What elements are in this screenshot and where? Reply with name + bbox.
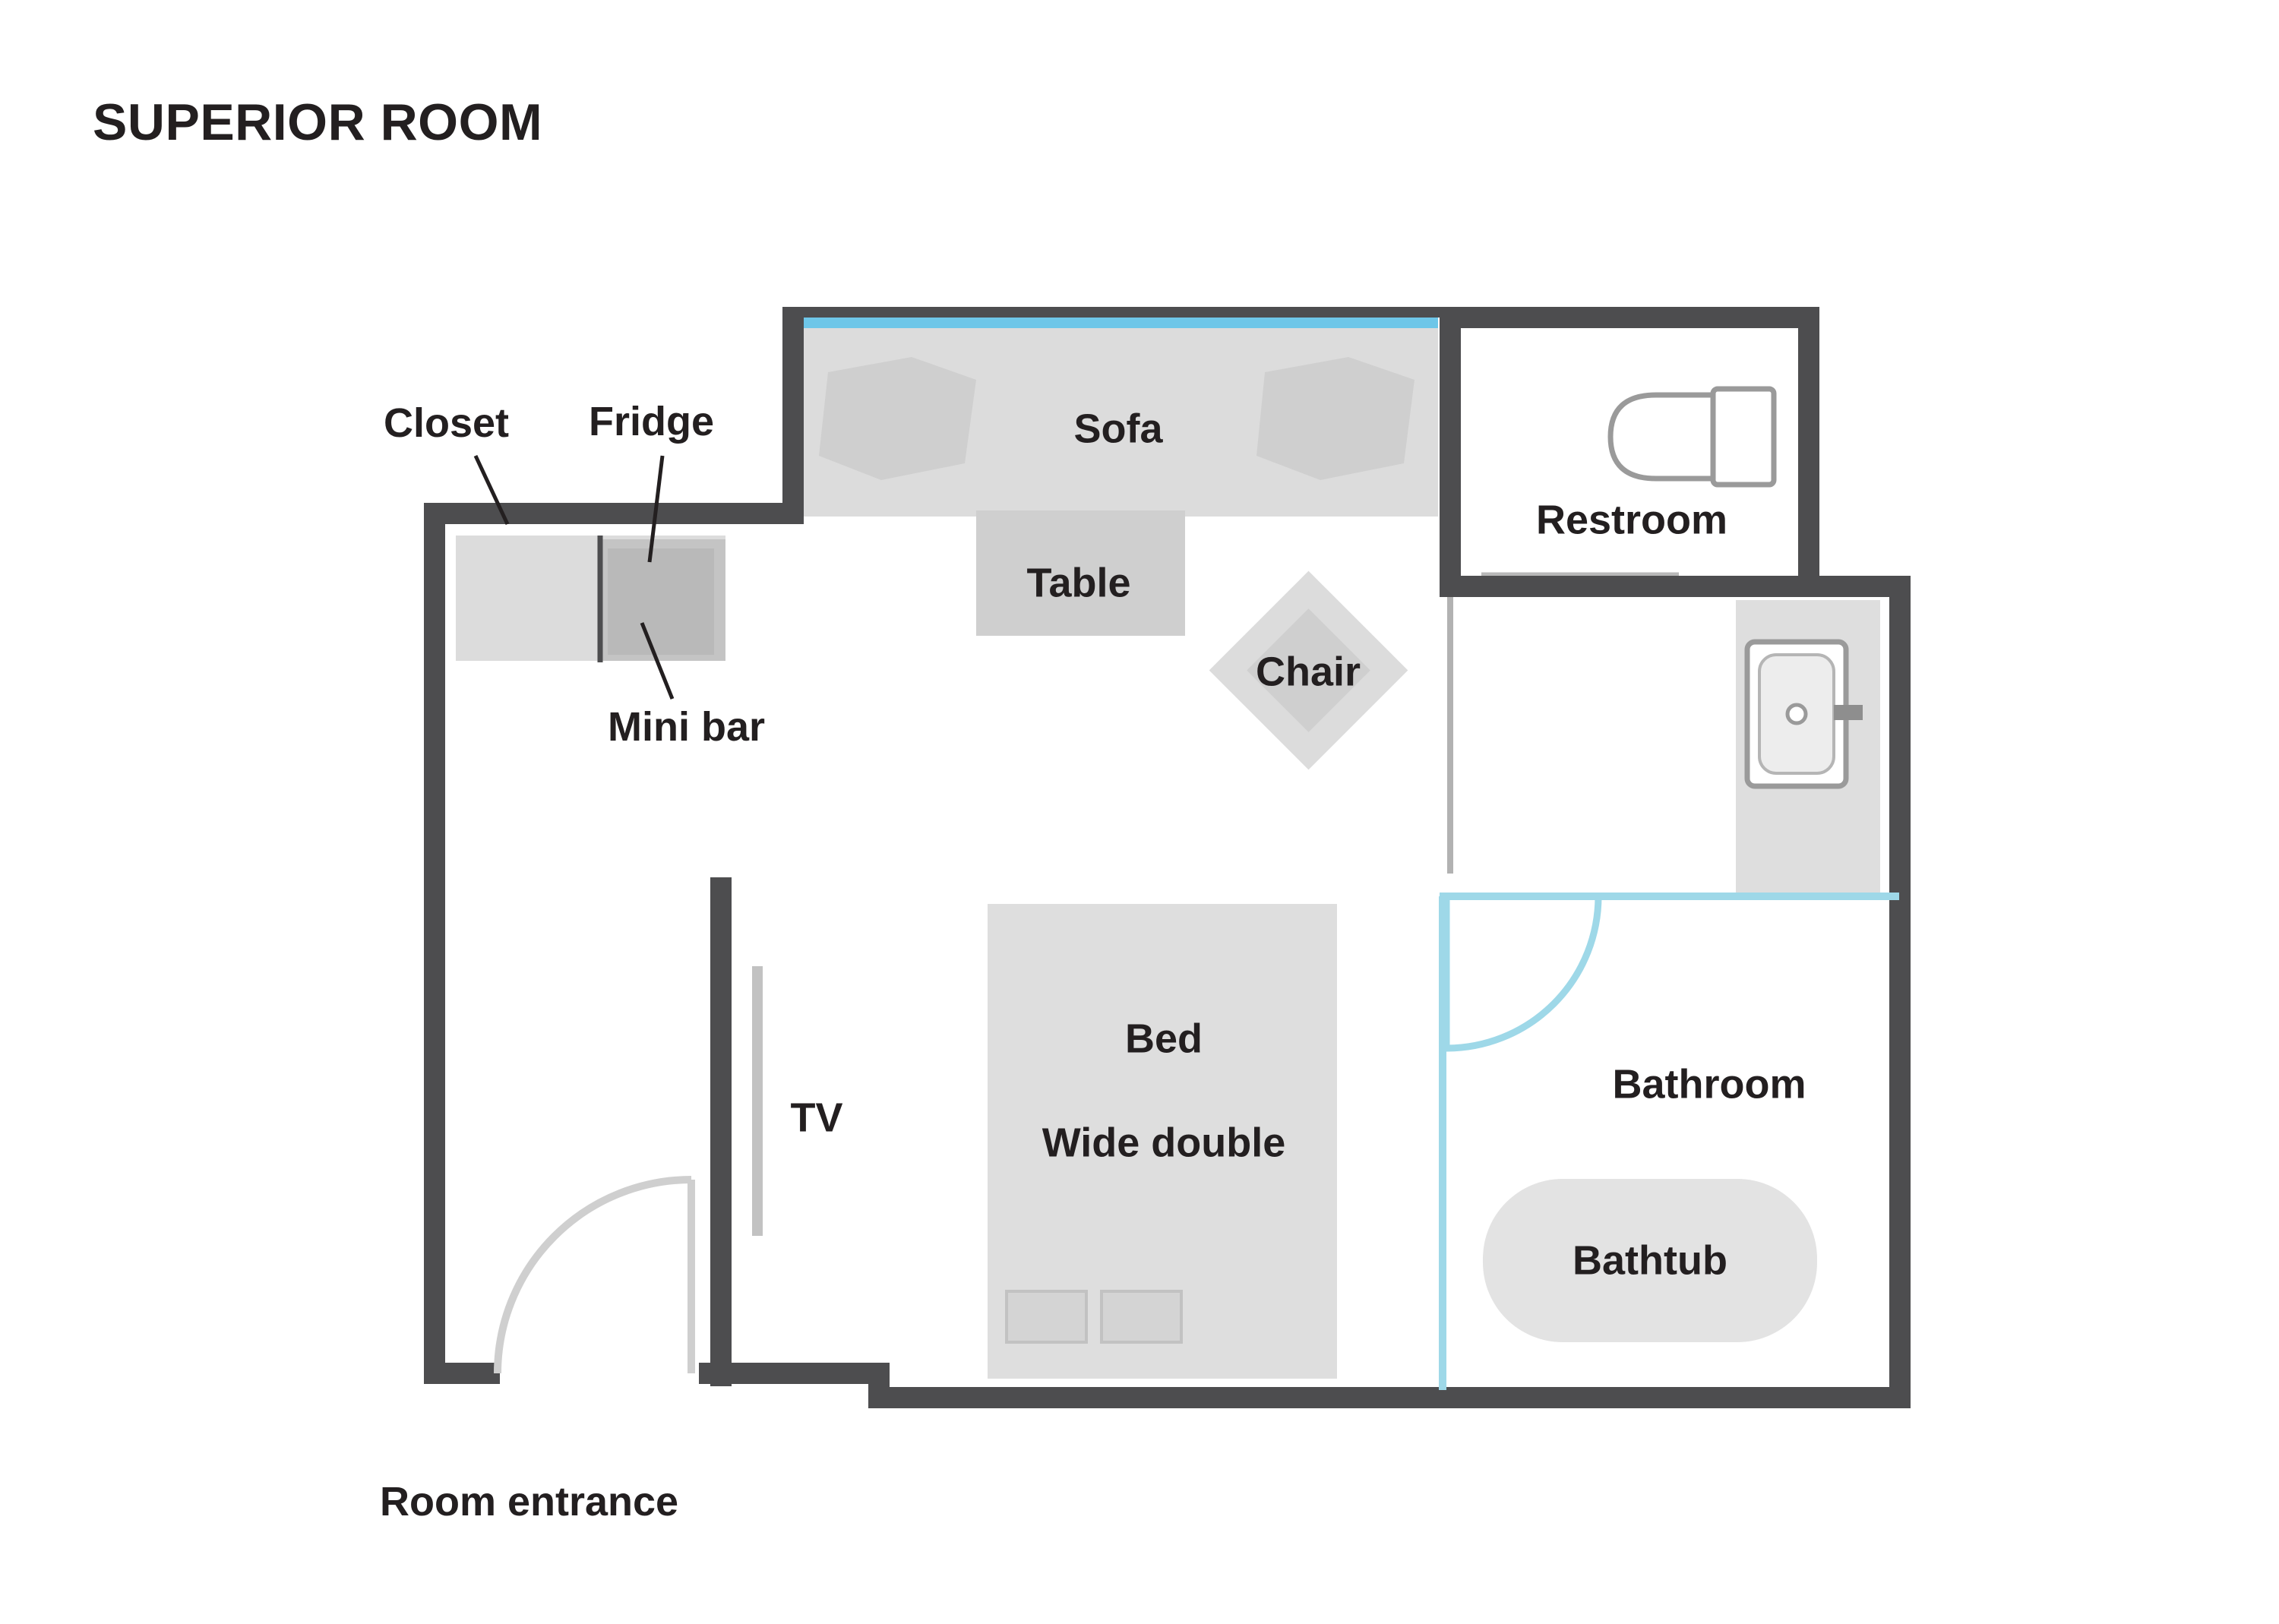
bed-pillow-right [1100, 1290, 1183, 1344]
fridge-leader-line [647, 455, 665, 563]
label-bathtub: Bathtub [1573, 1237, 1727, 1284]
label-chair: Chair [1255, 649, 1361, 695]
table-shape [976, 510, 1185, 636]
label-room-entrance: Room entrance [380, 1479, 679, 1524]
fridge-shape [608, 548, 714, 655]
bathroom-door-arc [1446, 896, 1602, 1052]
label-bathroom: Bathroom [1612, 1061, 1806, 1107]
label-table: Table [1026, 560, 1131, 606]
toilet-icon [1607, 386, 1777, 488]
label-mini-bar: Mini bar [608, 704, 766, 750]
label-fridge: Fridge [589, 399, 715, 444]
label-sofa: Sofa [1073, 406, 1163, 452]
walls [424, 307, 1911, 1408]
tv-shape [752, 966, 763, 1236]
label-tv: TV [790, 1095, 843, 1141]
label-bed-size: Wide double [1042, 1120, 1286, 1166]
label-bed: Bed [1124, 1016, 1203, 1062]
bed-pillow-left [1005, 1290, 1088, 1344]
page-title: SUPERIOR ROOM [93, 93, 543, 151]
sofa-cushion-right [1256, 357, 1414, 480]
bathtub-shape [1483, 1179, 1817, 1342]
chair-shape [1209, 570, 1408, 770]
minibar-leader-line [640, 622, 675, 700]
label-restroom: Restroom [1535, 497, 1728, 543]
sink-drain-icon [1785, 703, 1808, 725]
sofa-cushion-left [819, 357, 976, 480]
label-closet: Closet [384, 400, 510, 446]
entrance-door-arc [494, 1176, 692, 1374]
closet-leader-line [473, 454, 510, 526]
sink-faucet-icon [1834, 705, 1863, 720]
